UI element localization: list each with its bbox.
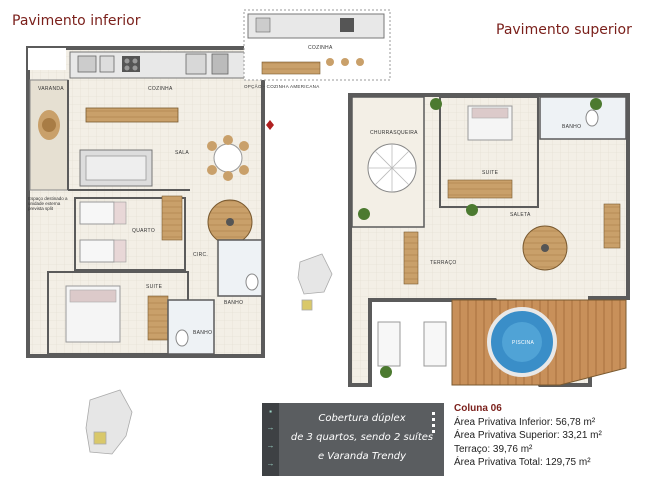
- arrow-icon: →: [266, 423, 275, 432]
- upper-floor-title: Pavimento superior: [496, 22, 632, 38]
- room-label-cozinha: COZINHA: [148, 86, 173, 92]
- option-kitchen-plan: [243, 9, 391, 81]
- room-label-circulacao: CIRC.: [193, 252, 209, 258]
- room-label-saleta: SALETA: [510, 212, 531, 218]
- lower-floor-plan: [26, 46, 265, 358]
- room-label-varanda: VARANDA: [38, 86, 64, 92]
- area-inferior: Área Privativa Inferior: 56,78 m²: [454, 416, 596, 428]
- area-specs: Coluna 06 Área Privativa Inferior: 56,78…: [454, 402, 602, 470]
- room-label-banho-2: BANHO: [193, 330, 213, 336]
- area-superior: Área Privativa Superior: 33,21 m²: [454, 430, 602, 441]
- room-label-suite-upper: SUITE: [482, 170, 499, 176]
- upper-floor-plan: [348, 93, 630, 387]
- room-label-sala: SALA: [175, 150, 189, 156]
- room-label-quarto: QUARTO: [132, 228, 156, 234]
- split-unit-note: Espaço destinado a unidade externa previ…: [28, 196, 68, 211]
- area-total: Área Privativa Total: 129,75 m²: [454, 457, 591, 468]
- room-label-suite-lower: SUITE: [146, 284, 163, 290]
- room-label-banho-upper: BANHO: [562, 124, 582, 130]
- building-key-plan-lower: [85, 389, 133, 455]
- room-label-piscina: PISCINA: [512, 340, 535, 346]
- room-label-terraco: TERRAÇO: [430, 260, 457, 266]
- room-label-churrasqueira: CHURRASQUEIRA: [370, 130, 418, 136]
- info-icon-strip: ▪ → → →: [262, 403, 279, 476]
- building-key-plan-upper: [297, 253, 333, 311]
- arrow-icon: →: [266, 441, 275, 450]
- info-line-2: de 3 quartos, sendo 2 suítes: [290, 432, 434, 443]
- info-line-3: e Varanda Trendy: [317, 451, 407, 462]
- column-label: Coluna 06: [454, 403, 502, 414]
- option-kitchen-label: COZINHA: [308, 45, 333, 51]
- info-box: ▪ → → → Cobertura dúplex de 3 quartos, s…: [262, 403, 444, 476]
- arrow-icon: →: [266, 459, 275, 468]
- arrow-icon: ▪: [269, 407, 272, 416]
- area-terraco: Terraço: 39,76 m²: [454, 443, 533, 455]
- location-marker-icon: [266, 120, 274, 130]
- room-label-banho-1: BANHO: [224, 300, 244, 306]
- info-description: Cobertura dúplex de 3 quartos, sendo 2 s…: [282, 409, 442, 466]
- option-kitchen-caption: OPÇÃO - COZINHA AMERICANA: [244, 84, 320, 89]
- info-line-1: Cobertura dúplex: [318, 413, 406, 424]
- dots-icon: [432, 409, 438, 436]
- lower-floor-title: Pavimento inferior: [12, 13, 141, 29]
